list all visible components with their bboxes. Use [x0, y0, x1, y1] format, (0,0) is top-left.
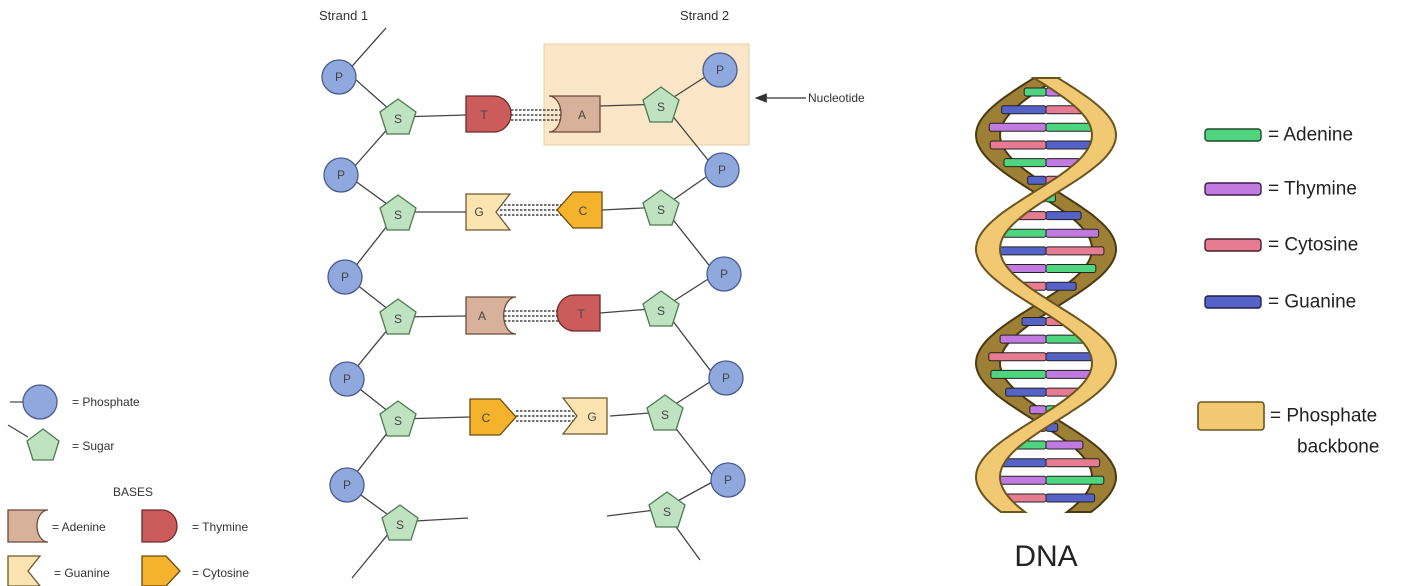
- svg-text:P: P: [716, 63, 724, 77]
- legend-guanine-swatch: [7, 555, 42, 586]
- legend-thymine-label: = Thymine: [192, 520, 248, 534]
- base-letter-row4-right: G: [587, 410, 596, 424]
- base-thymine-row3: [556, 294, 601, 332]
- svg-text:S: S: [394, 112, 402, 126]
- svg-text:P: P: [343, 478, 351, 492]
- svg-text:P: P: [722, 371, 730, 385]
- helix-base-rung-left: [1005, 387, 1047, 397]
- base-letter-row2-right: C: [579, 204, 588, 218]
- helix-base-rung-left: [1021, 317, 1047, 326]
- helix-base-rung-right: [1045, 493, 1096, 503]
- legend-adenine-label: = Adenine: [52, 520, 106, 534]
- phosphates-strand-1: [321, 59, 365, 503]
- base-letter-row1-right: A: [578, 108, 586, 122]
- helix-legend-cytosine-label: = Cytosine: [1268, 235, 1358, 256]
- legend-phosphate-swatch: [22, 384, 58, 420]
- legend-cytosine-swatch: [141, 555, 181, 586]
- base-guanine-row4: [561, 397, 608, 435]
- helix-base-rung-right: [1045, 211, 1082, 221]
- dna-title: DNA: [1014, 540, 1077, 573]
- base-letter-row2-left: G: [474, 205, 483, 219]
- double-helix-illustration: [974, 77, 1118, 513]
- base-adenine-row1: [548, 95, 601, 133]
- svg-text:P: P: [341, 270, 349, 284]
- legend-sugar-label: = Sugar: [72, 439, 114, 453]
- helix-base-rung-right: [1045, 228, 1100, 238]
- svg-text:P: P: [724, 473, 732, 487]
- svg-text:P: P: [720, 267, 728, 281]
- svg-text:S: S: [657, 100, 665, 114]
- helix-base-rung-left: [990, 369, 1047, 379]
- hydrogen-bonds: [496, 109, 575, 422]
- legend-cytosine-label: = Cytosine: [192, 566, 249, 580]
- nucleotide-label: Nucleotide: [808, 91, 865, 105]
- helix-base-rung-right: [1045, 475, 1105, 485]
- legend-sugar-swatch: [26, 428, 60, 461]
- helix-backbone-front: [974, 77, 1118, 513]
- svg-text:S: S: [394, 414, 402, 428]
- helix-base-rung-right: [1045, 440, 1084, 450]
- svg-text:P: P: [343, 372, 351, 386]
- legend-phosphate-label: = Phosphate: [72, 395, 140, 409]
- base-letter-row1-left: T: [480, 108, 488, 122]
- base-letter-row4-left: C: [482, 411, 491, 425]
- svg-text:P: P: [718, 163, 726, 177]
- base-adenine-row3: [465, 296, 517, 335]
- helix-base-rung-left: [988, 352, 1047, 362]
- helix-base-rung-right: [1045, 281, 1077, 291]
- helix-legend: = Adenine = Thymine = Cytosine = Guanine…: [1197, 125, 1379, 458]
- strand-2-label: Strand 2: [680, 8, 729, 23]
- svg-text:S: S: [396, 518, 404, 532]
- svg-text:S: S: [394, 208, 402, 222]
- base-letter-row3-left: A: [478, 309, 486, 323]
- helix-base-rung-left: [1003, 158, 1047, 168]
- legend-adenine-swatch: [7, 509, 49, 543]
- phosphate-labels-strand-2: P P P P P: [716, 63, 732, 487]
- legend-guanine-label: = Guanine: [54, 566, 110, 580]
- svg-text:S: S: [657, 304, 665, 318]
- svg-text:S: S: [657, 203, 665, 217]
- base-cytosine-row2: [556, 191, 603, 229]
- helix-legend-adenine-label: = Adenine: [1268, 125, 1353, 146]
- left-legend: = Phosphate = Sugar BASES = Adenine = Th…: [7, 384, 249, 586]
- phosphate-labels-strand-1: P P P P P: [335, 70, 351, 492]
- helix-base-rung-left: [989, 140, 1047, 150]
- helix-legend-thymine-label: = Thymine: [1268, 179, 1357, 200]
- helix-legend-adenine-swatch: [1204, 128, 1262, 142]
- helix-base-rung-left: [999, 334, 1047, 344]
- helix-legend-guanine-label: = Guanine: [1268, 292, 1356, 313]
- helix-legend-cytosine-swatch: [1204, 238, 1262, 252]
- base-cytosine-row4: [469, 398, 517, 436]
- helix-legend-backbone-swatch: [1197, 401, 1265, 431]
- sugars: [379, 86, 686, 541]
- svg-text:S: S: [661, 408, 669, 422]
- legend-thymine-swatch: [141, 509, 178, 543]
- svg-text:P: P: [337, 168, 345, 182]
- helix-base-rung-right: [1045, 458, 1101, 468]
- helix-base-rung-right: [1045, 246, 1105, 256]
- base-guanine-row2: [465, 193, 512, 231]
- base-thymine-row1: [465, 95, 512, 133]
- helix-legend-guanine-swatch: [1204, 295, 1262, 309]
- sugar-labels: S S S S S S S S S S: [394, 100, 671, 532]
- svg-text:S: S: [663, 505, 671, 519]
- svg-text:S: S: [394, 312, 402, 326]
- helix-backbone-back: [974, 77, 1118, 513]
- helix-base-rung-right: [1045, 264, 1097, 273]
- phosphates-strand-2: [702, 52, 746, 498]
- helix-base-rung-left: [1001, 105, 1047, 115]
- helix-base-rung-left: [1023, 87, 1047, 97]
- strand-1-label: Strand 1: [319, 8, 368, 23]
- helix-base-rung-left: [1027, 175, 1047, 185]
- helix-base-rung-left: [1029, 405, 1047, 415]
- svg-text:P: P: [335, 70, 343, 84]
- helix-legend-backbone-label-1: = Phosphate: [1270, 406, 1377, 427]
- helix-legend-thymine-swatch: [1204, 182, 1262, 196]
- helix-base-rung-left: [988, 122, 1047, 132]
- base-letter-row3-right: T: [577, 307, 585, 321]
- legend-bases-title: BASES: [113, 485, 153, 499]
- helix-legend-backbone-label-2: backbone: [1297, 437, 1379, 458]
